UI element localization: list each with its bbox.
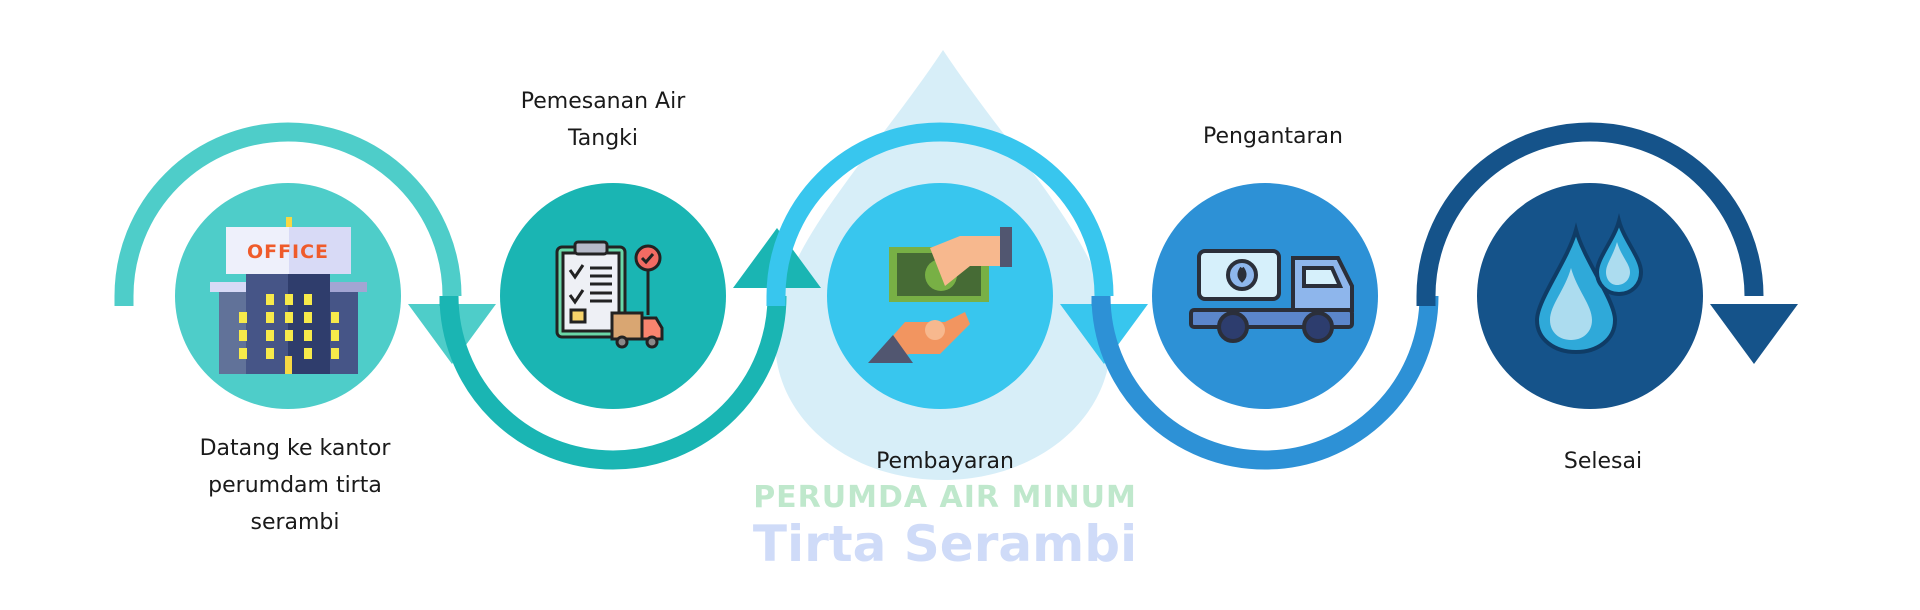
window	[304, 312, 312, 323]
step-label-pembayaran: Pembayaran	[876, 443, 1014, 480]
watermark-line2: Tirta Serambi	[752, 515, 1138, 573]
window	[266, 330, 274, 341]
flow-arc	[114, 122, 462, 306]
window	[266, 294, 274, 305]
label-line: Pemesanan Air	[520, 89, 686, 114]
window	[285, 312, 293, 323]
label-line: Tangki	[567, 126, 639, 151]
window	[285, 294, 293, 305]
window	[266, 348, 274, 359]
water-drops-icon	[1534, 213, 1644, 355]
water-tank-truck-icon	[1189, 249, 1354, 343]
watermark-line1: PERUMDA AIR MINUM	[753, 480, 1137, 515]
flow-arc	[1416, 122, 1764, 306]
window	[304, 330, 312, 341]
step-label-pengantaran: Pengantaran	[1203, 118, 1343, 155]
label-line: Pembayaran	[876, 449, 1014, 474]
window	[266, 312, 274, 323]
flow-arrowhead-icon	[1710, 304, 1798, 364]
office-sign-text: OFFICE	[247, 241, 329, 263]
payment-money-hand-icon	[868, 227, 1012, 363]
flow-arc	[1091, 295, 1439, 470]
window	[239, 312, 247, 323]
step-label-pemesanan: Pemesanan Air Tangki	[521, 83, 686, 157]
window	[331, 312, 339, 323]
window	[239, 348, 247, 359]
label-line: Pengantaran	[1203, 124, 1343, 149]
window	[285, 330, 293, 341]
label-line: perumdam tirta	[208, 473, 382, 498]
window	[304, 294, 312, 305]
order-clipboard-icon	[555, 240, 664, 349]
flow-arc	[766, 122, 1114, 306]
window	[239, 330, 247, 341]
label-line: Datang ke kantor	[199, 436, 391, 461]
window	[304, 348, 312, 359]
office-building-icon: OFFICE	[210, 217, 367, 374]
label-line: serambi	[250, 510, 340, 535]
step-label-datang-ke-kantor: Datang ke kantor perumdam tirta serambi	[200, 430, 391, 541]
window	[331, 330, 339, 341]
step-label-selesai: Selesai	[1564, 443, 1642, 480]
flow-arc	[439, 295, 787, 470]
label-line: Selesai	[1563, 449, 1643, 474]
window	[331, 348, 339, 359]
